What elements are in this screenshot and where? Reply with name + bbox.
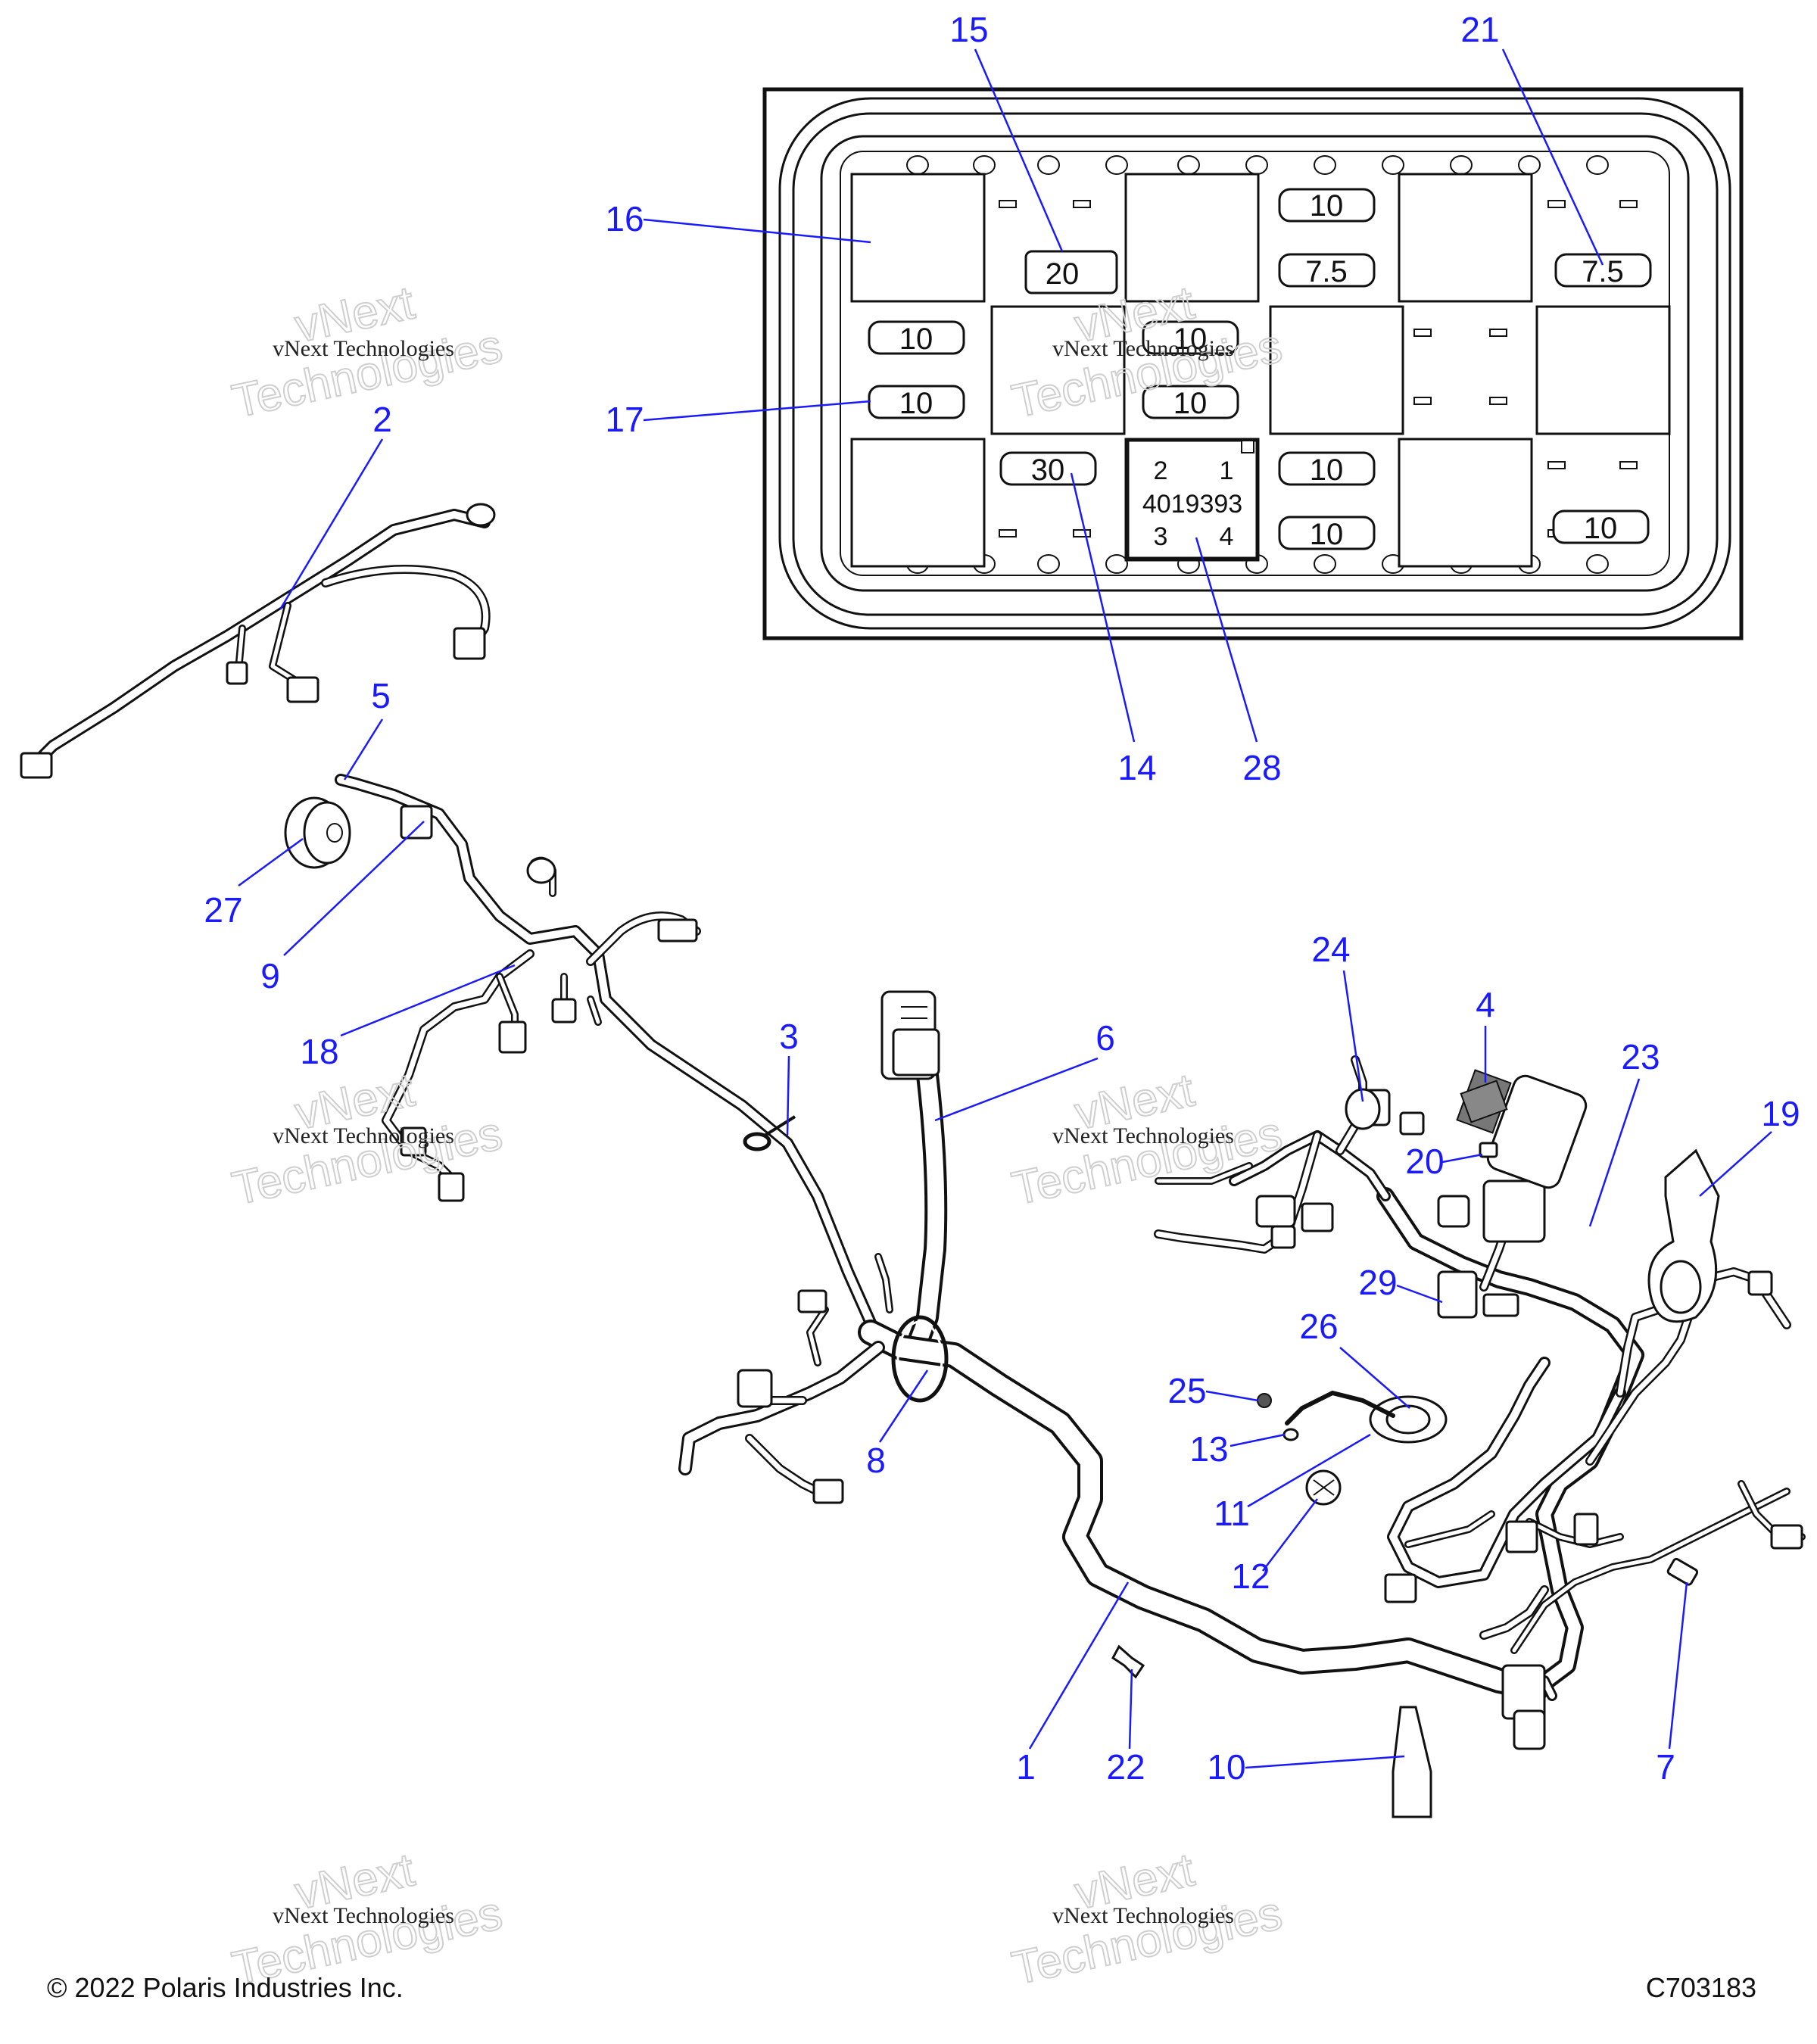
watermark-6: vNext Technologies vNext Technologies xyxy=(1007,1843,1287,1996)
callout-26: 26 xyxy=(1299,1307,1338,1346)
mount-bracket-19 xyxy=(1647,1148,1720,1323)
callout-labels: 15 21 16 17 2 14 28 5 27 9 18 3 6 24 4 2… xyxy=(204,10,1800,1787)
callout-16: 16 xyxy=(605,199,644,238)
svg-text:10: 10 xyxy=(1310,518,1344,551)
svg-text:30: 30 xyxy=(1031,453,1065,487)
fuse-10-right-2: 10 xyxy=(1278,516,1376,551)
callout-13: 13 xyxy=(1189,1429,1228,1469)
connector-7 xyxy=(1666,1557,1699,1586)
grommet-12 xyxy=(1305,1469,1342,1506)
cable-tie-3 xyxy=(743,1115,796,1151)
fuse-box: 10 20 7.5 7.5 10 10 10 10 xyxy=(762,87,1744,640)
fuse-30: 30 xyxy=(999,451,1097,487)
main-harness-1 xyxy=(678,1253,1550,1701)
svg-text:1: 1 xyxy=(1220,456,1234,485)
svg-text:vNext Technologies: vNext Technologies xyxy=(273,336,454,361)
callout-5: 5 xyxy=(371,676,391,715)
svg-text:4: 4 xyxy=(1220,522,1234,551)
svg-text:10: 10 xyxy=(899,322,933,356)
svg-text:vNext Technologies: vNext Technologies xyxy=(1052,1123,1234,1148)
watermark-5: vNext Technologies vNext Technologies xyxy=(227,1843,507,1996)
fuse-7-5-mid: 7.5 xyxy=(1278,253,1376,288)
label-part-4 xyxy=(1460,1080,1508,1123)
svg-text:4019393: 4019393 xyxy=(1142,490,1242,519)
grommet-26 xyxy=(1285,1391,1448,1444)
svg-text:vNext Technologies: vNext Technologies xyxy=(273,1123,454,1148)
svg-text:vNext Technologies: vNext Technologies xyxy=(1052,1903,1234,1928)
mount-part-27 xyxy=(284,796,351,869)
svg-text:2: 2 xyxy=(1154,456,1168,485)
callout-14: 14 xyxy=(1117,748,1156,787)
svg-text:vNext Technologies: vNext Technologies xyxy=(273,1903,454,1928)
callout-27: 27 xyxy=(204,890,242,930)
callout-28: 28 xyxy=(1242,748,1281,787)
fuse-10-left-1: 10 xyxy=(868,320,965,356)
svg-text:20: 20 xyxy=(1046,257,1080,291)
harness-9-front xyxy=(335,774,884,1346)
callout-12: 12 xyxy=(1231,1556,1270,1596)
svg-text:10: 10 xyxy=(1173,387,1208,420)
watermark-1: vNext Technologies vNext Technologies xyxy=(227,276,507,428)
callout-10: 10 xyxy=(1207,1747,1245,1787)
callout-24: 24 xyxy=(1311,930,1350,969)
part-25 xyxy=(1257,1393,1272,1408)
callout-23: 23 xyxy=(1621,1037,1660,1077)
callout-15: 15 xyxy=(949,10,988,49)
fuse-10-center-2: 10 xyxy=(1142,385,1239,420)
svg-text:7.5: 7.5 xyxy=(1305,255,1348,288)
callout-6: 6 xyxy=(1095,1018,1115,1058)
fuse-10-center-1: 10 xyxy=(1142,320,1239,356)
relay-module: 2 1 4019393 3 4 xyxy=(1127,439,1258,559)
callout-29: 29 xyxy=(1358,1263,1397,1302)
fuse-20: 20 xyxy=(1024,250,1118,294)
callout-20: 20 xyxy=(1405,1142,1444,1181)
ecu-connector-6 xyxy=(880,990,948,1359)
callout-4: 4 xyxy=(1476,985,1495,1024)
callout-9: 9 xyxy=(260,956,280,996)
svg-text:10: 10 xyxy=(1173,322,1208,356)
callout-8: 8 xyxy=(866,1441,886,1480)
figure-id: C703183 xyxy=(1646,1972,1756,2003)
callout-7: 7 xyxy=(1656,1747,1675,1787)
callout-25: 25 xyxy=(1167,1371,1206,1410)
leader-lines xyxy=(238,48,1772,1769)
callout-21: 21 xyxy=(1460,10,1499,49)
fuse-10-left-2: 10 xyxy=(868,385,965,420)
callout-18: 18 xyxy=(300,1032,338,1071)
svg-text:7.5: 7.5 xyxy=(1582,255,1624,288)
boot-10 xyxy=(1392,1706,1432,1818)
bolt-22 xyxy=(1111,1644,1145,1679)
part-13 xyxy=(1282,1428,1299,1441)
callout-11: 11 xyxy=(1214,1494,1250,1533)
callout-2: 2 xyxy=(372,400,392,439)
part-20 xyxy=(1479,1142,1498,1158)
fuse-10-top: 10 xyxy=(1278,188,1376,223)
watermark-4: vNext Technologies vNext Technologies xyxy=(1007,1063,1287,1216)
svg-text:10: 10 xyxy=(1310,453,1344,487)
svg-text:vNext Technologies: vNext Technologies xyxy=(1052,336,1234,361)
svg-text:3: 3 xyxy=(1154,522,1168,551)
callout-1: 1 xyxy=(1016,1747,1036,1787)
callout-19: 19 xyxy=(1761,1094,1800,1133)
callout-22: 22 xyxy=(1106,1747,1145,1787)
svg-text:10: 10 xyxy=(1584,512,1618,545)
harness-2 xyxy=(20,503,496,779)
copyright-text: © 2022 Polaris Industries Inc. xyxy=(47,1972,404,2003)
svg-text:10: 10 xyxy=(899,387,933,420)
callout-17: 17 xyxy=(605,400,644,439)
svg-text:10: 10 xyxy=(1310,189,1344,223)
callout-3: 3 xyxy=(779,1017,799,1056)
fuse-7-5-right: 7.5 xyxy=(1554,253,1652,288)
fuse-10-right-1: 10 xyxy=(1278,451,1376,487)
fuse-10-far-right: 10 xyxy=(1552,509,1650,545)
